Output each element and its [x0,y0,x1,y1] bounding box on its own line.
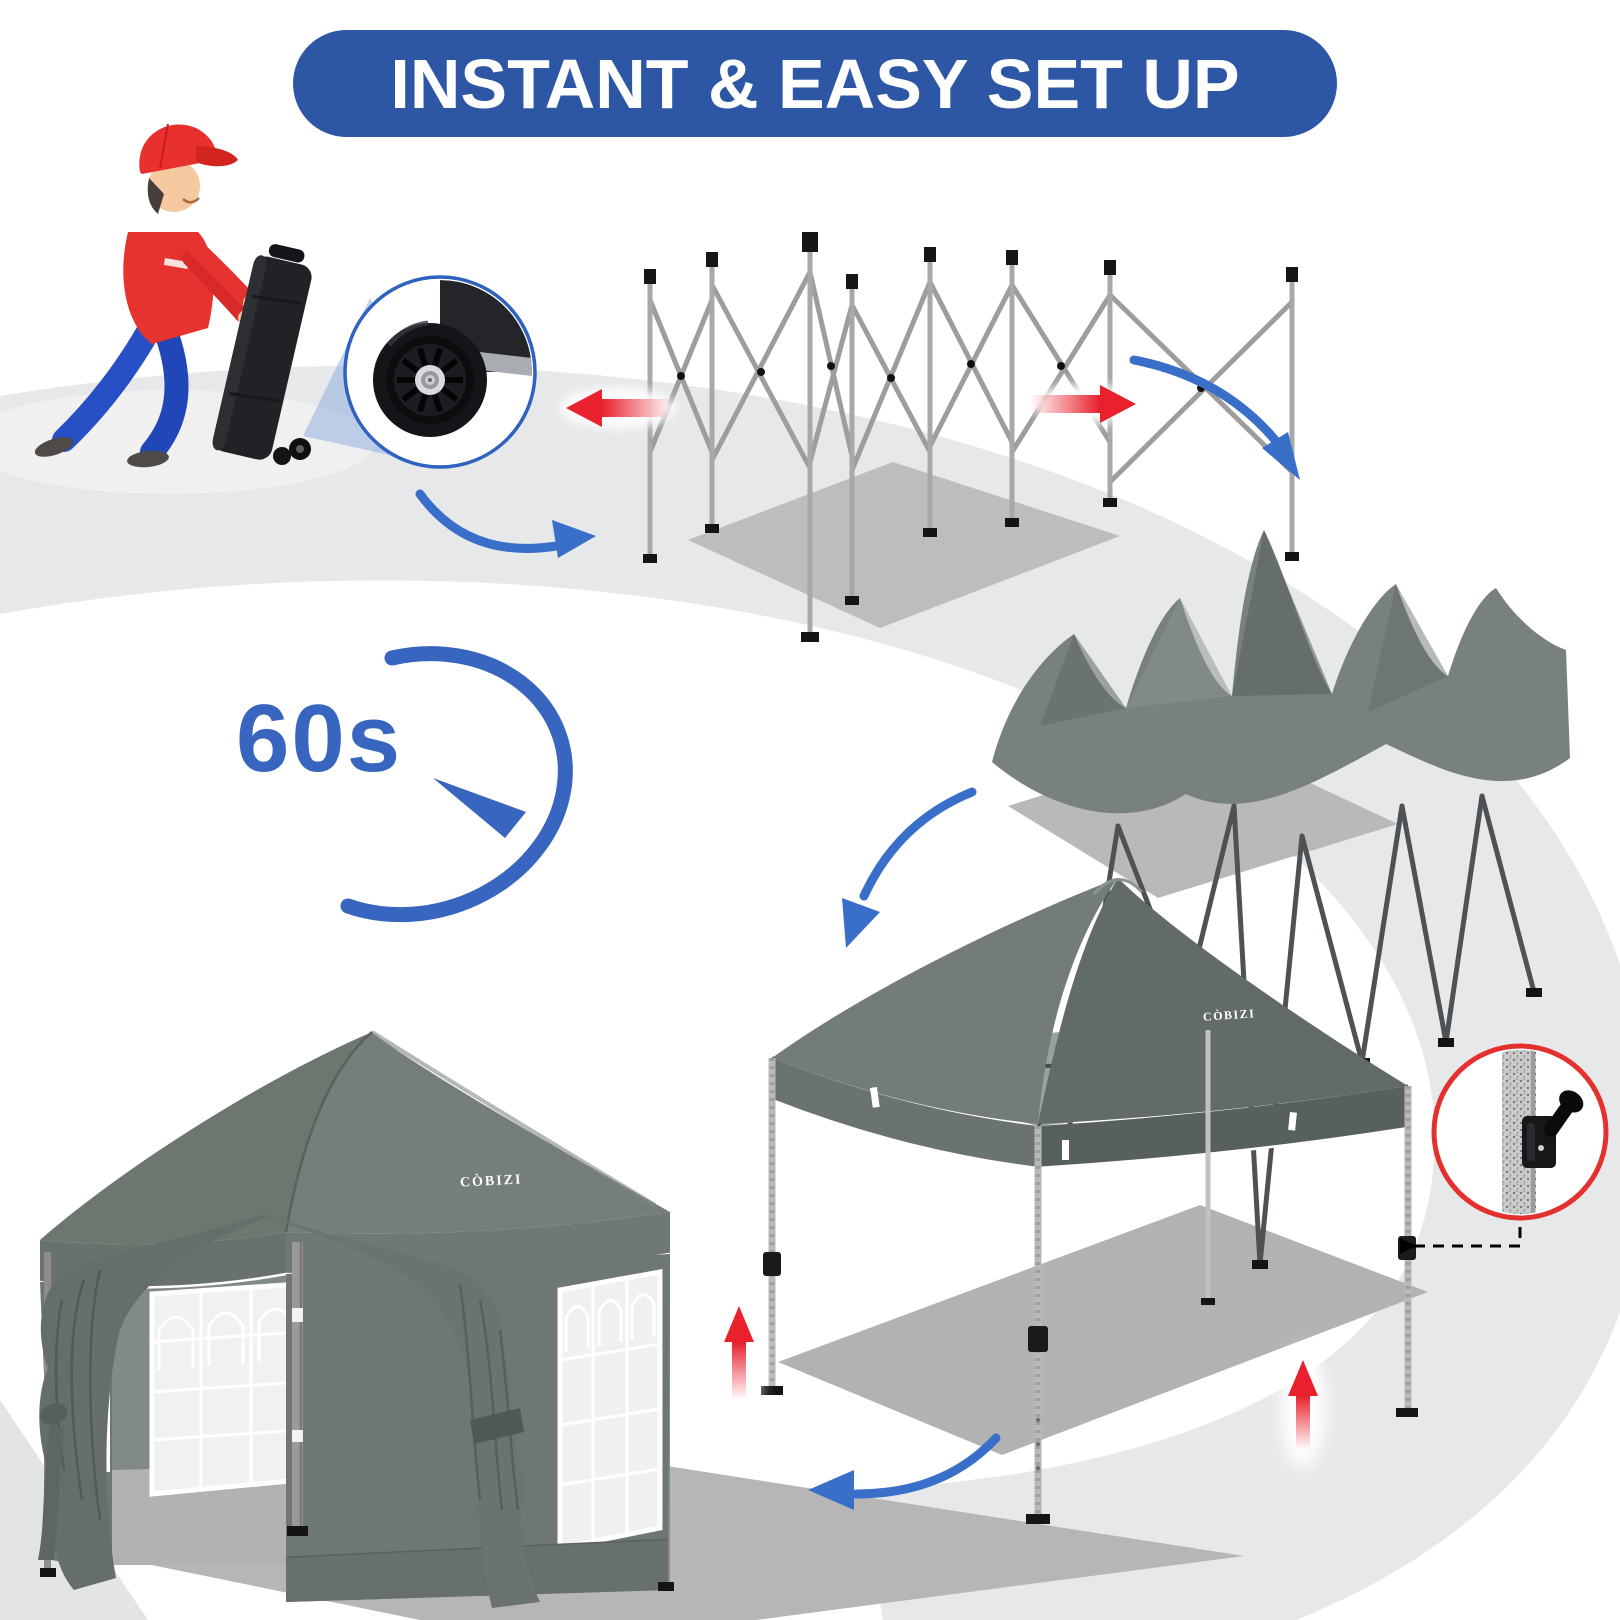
worker-front-leg [140,326,189,464]
stopwatch-arc-icon [340,646,573,923]
frame-legs [647,244,1295,639]
canopy-valance-right [1038,1086,1408,1168]
red-arrow-up-icon [1288,1360,1318,1396]
worker-shoe [34,437,74,457]
leg-adjustment-holes [1035,1417,1041,1471]
draped-canopy-frame [992,530,1570,1269]
canopy-fastener-tabs [870,1087,1297,1160]
open-canopy-tent [761,878,1418,1524]
tent-center-pole [287,1242,308,1536]
final-tent-with-sidewalls [38,1030,674,1608]
canopy-feet [761,1298,1418,1524]
worker-arm [182,250,250,322]
carry-bag-body [213,256,312,460]
carry-bag-wheels [273,438,311,465]
canopy-valance-left [772,1058,1038,1168]
worker-hair [147,178,164,214]
red-arrow-left-icon [566,389,602,427]
worker-shoe [127,450,169,468]
expand-arrows [560,384,1141,428]
tent-roof-left-facet [40,1032,372,1245]
frame-joints [677,360,1205,392]
curtain-tieback-right [470,1408,524,1444]
interior-window-left [149,1281,303,1497]
lift-up-arrows [717,1294,1325,1468]
right-wall-window [557,1269,663,1552]
worker-arm [187,239,257,309]
stopwatch-needle-icon [433,778,526,838]
worker-cap-brim [196,146,238,167]
wheel-detail-magnifier [343,275,537,469]
curtain-tieback-left [40,1403,68,1425]
canopy-right-facet [1038,878,1408,1124]
red-arrow-up-icon [724,1306,754,1342]
blue-curved-arrow-icon [851,1433,1001,1499]
carry-bag-handle [268,244,305,263]
timer-stopwatch-icon [340,646,573,923]
canopy-left-facet [772,878,1118,1124]
tent-door-curtain-right [266,1214,540,1608]
blue-curved-arrow-icon [859,787,977,901]
folded-frame [643,232,1299,642]
blue-curved-arrow-icon [415,489,561,553]
blue-curved-arrow-icon [1129,355,1285,451]
carry-bag [212,244,312,460]
frame-feet [643,498,1299,642]
pole-lock-detail [1400,1043,1609,1254]
worker-with-carry-bag [34,123,261,468]
tent-right-skirt [286,1540,668,1602]
detail-connector-dashed-line [1414,1222,1522,1248]
tent-roof-right-facet [286,1032,670,1234]
worker-back-leg [52,320,160,452]
frame-top-caps [644,232,1298,289]
step-flow-arrows [415,355,1300,1510]
red-arrow-right-icon [1100,385,1136,423]
